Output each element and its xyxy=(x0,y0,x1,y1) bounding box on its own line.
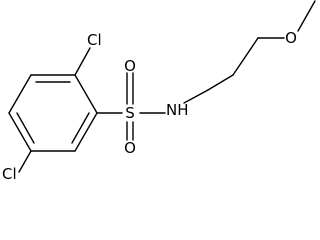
ring-bond-c2-c3 xyxy=(74,112,98,152)
bond-ring-to-cl-top xyxy=(74,47,91,76)
atom-label-nitrogen: NH xyxy=(166,101,189,119)
bond-c2-to-c3 xyxy=(232,37,259,76)
atom-label-cl-top: Cl xyxy=(87,31,102,49)
ring-bond-c5-c6 xyxy=(8,74,32,114)
bond-c1-to-c2 xyxy=(207,74,234,91)
atom-label-sulfur: S xyxy=(125,104,135,122)
ring-double-bond-inner-left xyxy=(16,112,35,144)
atom-label-oxygen-top: O xyxy=(124,57,136,75)
atom-label-cl-bottom: Cl xyxy=(2,165,17,183)
molecule-structure: Cl Cl S O O NH O xyxy=(2,0,316,183)
atom-label-oxygen-bottom: O xyxy=(124,139,136,157)
ring-double-bond-inner-right xyxy=(71,112,90,144)
bond-ring-to-cl-bottom xyxy=(18,150,32,173)
atom-label-oxygen-ether: O xyxy=(285,29,297,47)
benzene-ring xyxy=(8,74,98,152)
ring-bond-c4-c5 xyxy=(8,112,32,152)
bond-n-to-c1 xyxy=(183,89,209,104)
ring-bond-c1-c2 xyxy=(74,74,98,114)
bond-o-ether-to-methyl xyxy=(297,0,316,32)
